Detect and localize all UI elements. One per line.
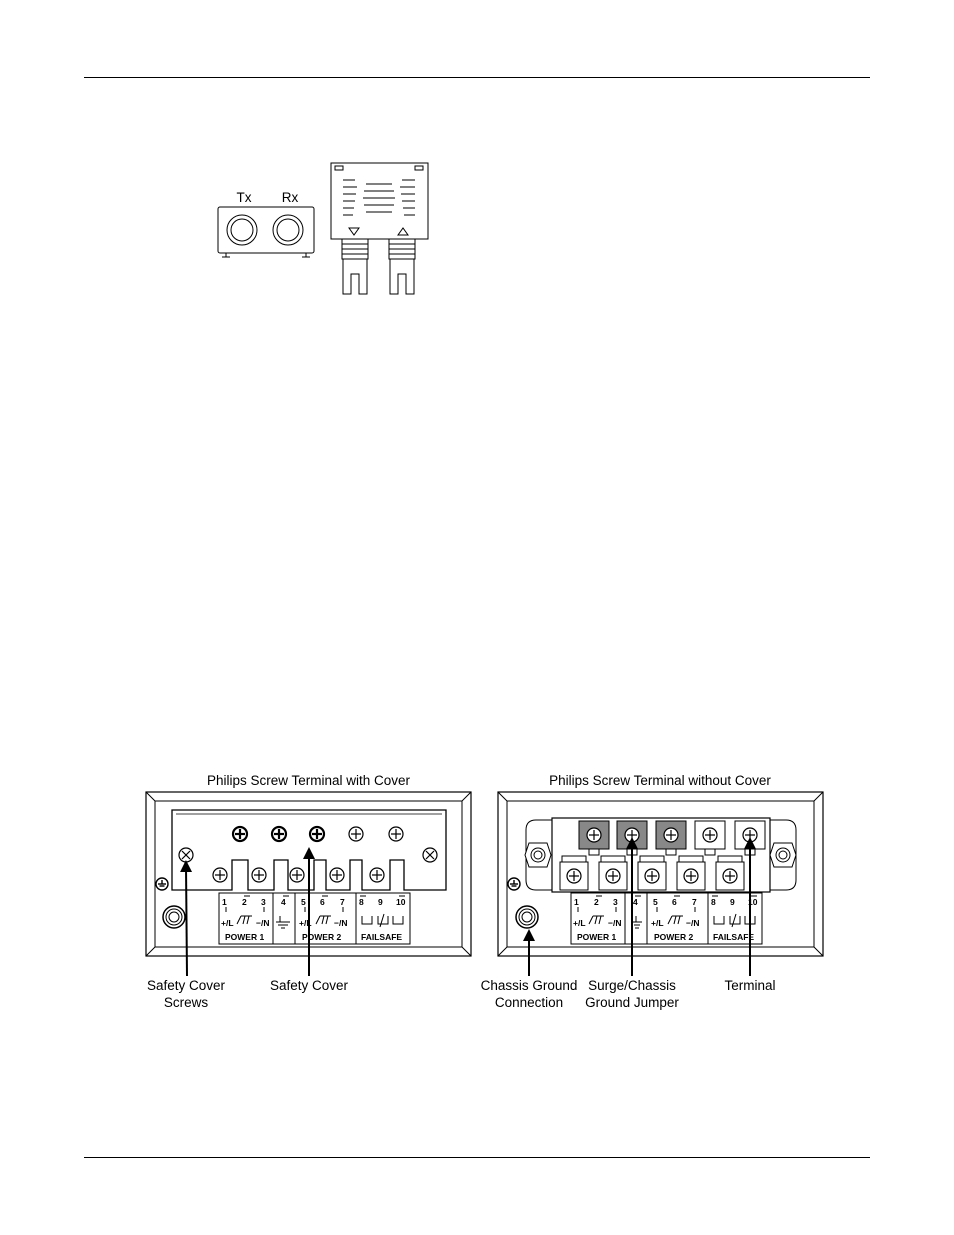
callout-terminal: Terminal	[700, 977, 800, 994]
group-label-failsafe: FAILSAFE	[713, 932, 754, 942]
right-terminal-numbers: 1 2 3 4 5 6 7 8 9 10 +/L −/N +/L −/N POW…	[573, 897, 758, 942]
pin-label-plus: +/L	[221, 918, 234, 928]
terminal-number: 3	[613, 897, 618, 907]
pin-label-plus: +/L	[299, 918, 312, 928]
pin-label-minus: −/N	[686, 918, 699, 928]
callout-safety-cover-screws: Safety Cover Screws	[136, 977, 236, 1011]
callout-line: Safety Cover	[259, 977, 359, 994]
callout-chassis-ground-connection: Chassis Ground Connection	[469, 977, 589, 1011]
footer-rule	[84, 1157, 870, 1158]
pin-label-plus: +/L	[573, 918, 586, 928]
strip-symbols	[226, 896, 757, 928]
terminal-number: 1	[574, 897, 579, 907]
left-terminal-numbers: 1 2 3 4 5 6 7 8 9 10 +/L −/N +/L −/N POW…	[221, 897, 406, 942]
terminal-number: 5	[653, 897, 658, 907]
terminal-number: 3	[261, 897, 266, 907]
terminal-number: 5	[301, 897, 306, 907]
group-label-failsafe: FAILSAFE	[361, 932, 402, 942]
terminal-number: 9	[730, 897, 735, 907]
terminal-number: 2	[594, 897, 599, 907]
callout-safety-cover: Safety Cover	[259, 977, 359, 994]
terminal-number: 4	[281, 897, 286, 907]
st-connector-port	[218, 207, 314, 257]
pin-label-minus: −/N	[608, 918, 621, 928]
callout-line: Screws	[136, 994, 236, 1011]
terminal-number: 7	[340, 897, 345, 907]
terminal-without-cover	[498, 792, 823, 956]
group-label-power2: POWER 2	[302, 932, 341, 942]
terminal-number: 2	[242, 897, 247, 907]
terminal-with-cover	[146, 792, 471, 956]
rx-label: Rx	[278, 189, 302, 206]
callout-line: Surge/Chassis	[572, 977, 692, 994]
group-label-power1: POWER 1	[225, 932, 264, 942]
left-figure-title: Philips Screw Terminal with Cover	[146, 772, 471, 789]
callout-line: Safety Cover	[136, 977, 236, 994]
terminal-number: 4	[633, 897, 638, 907]
terminal-number: 9	[378, 897, 383, 907]
sc-connector-plug	[331, 163, 428, 294]
header-rule	[84, 77, 870, 78]
safety-cover-plate	[172, 810, 446, 890]
tx-label: Tx	[232, 189, 256, 206]
terminal-number: 10	[396, 897, 406, 907]
callout-surge-chassis-ground-jumper: Surge/Chassis Ground Jumper	[572, 977, 692, 1011]
pin-label-minus: −/N	[256, 918, 269, 928]
callout-line: Terminal	[700, 977, 800, 994]
terminal-number: 7	[692, 897, 697, 907]
terminal-number: 6	[672, 897, 677, 907]
terminal-number: 6	[320, 897, 325, 907]
terminal-number: 10	[748, 897, 758, 907]
terminal-number: 8	[711, 897, 716, 907]
right-figure-title: Philips Screw Terminal without Cover	[497, 772, 823, 789]
pin-label-plus: +/L	[651, 918, 664, 928]
terminal-number: 8	[359, 897, 364, 907]
callout-line: Chassis Ground	[469, 977, 589, 994]
group-label-power2: POWER 2	[654, 932, 693, 942]
callout-line: Ground Jumper	[572, 994, 692, 1011]
callout-arrows	[186, 843, 750, 976]
terminal-number: 1	[222, 897, 227, 907]
pin-label-minus: −/N	[334, 918, 347, 928]
callout-line: Connection	[469, 994, 589, 1011]
group-label-power1: POWER 1	[577, 932, 616, 942]
